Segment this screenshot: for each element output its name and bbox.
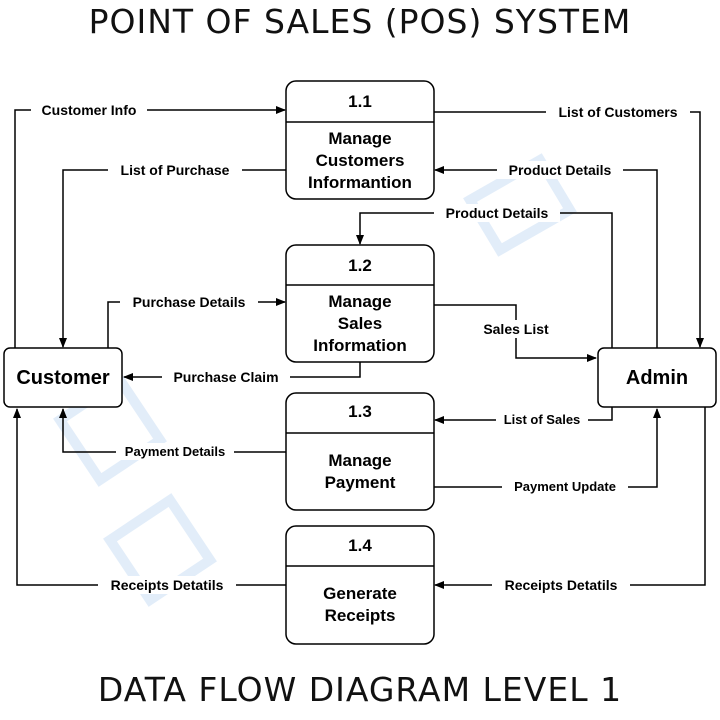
flow-label-receipts-customer: Receipts Detatils <box>111 577 224 593</box>
process-name-line: Manage <box>328 129 391 148</box>
flow-line-receipts-admin <box>434 407 706 589</box>
flow-label-product-details-2: Product Details <box>446 205 549 221</box>
process-number: 1.4 <box>348 536 372 555</box>
flow-labels: Customer Info List of Customers List of … <box>31 101 690 594</box>
process-name-line: Informantion <box>308 173 412 192</box>
process-name-line: Generate <box>323 584 397 603</box>
flow-label-list-of-purchase: List of Purchase <box>121 162 230 178</box>
process-name-line: Receipts <box>325 606 396 625</box>
entity-admin-label: Admin <box>626 367 688 389</box>
flow-line-customer-info <box>14 106 286 350</box>
flow-label-product-details-1: Product Details <box>509 162 612 178</box>
process-1-3: 1.3 Manage Payment <box>285 392 435 511</box>
flow-label-payment-update: Payment Update <box>514 479 616 494</box>
flow-label-purchase-details: Purchase Details <box>133 294 246 310</box>
page-subtitle: DATA FLOW DIAGRAM LEVEL 1 <box>97 670 623 709</box>
process-1-4: 1.4 Generate Receipts <box>285 525 435 645</box>
flow-line-list-of-customers <box>434 111 704 348</box>
flow-line-list-of-sales <box>434 407 613 424</box>
process-name-line: Information <box>313 336 407 355</box>
entity-customer-label: Customer <box>16 367 110 389</box>
process-1-1: 1.1 Manage Customers Informantion <box>285 80 435 200</box>
process-name-line: Manage <box>328 451 391 470</box>
process-name-line: Manage <box>328 292 391 311</box>
flow-line-list-of-purchase <box>59 169 286 348</box>
process-name-line: Sales <box>338 314 382 333</box>
process-name-line: Customers <box>316 151 405 170</box>
process-name-line: Payment <box>325 473 396 492</box>
process-1-2: 1.2 Manage Sales Information <box>285 244 435 363</box>
page-title: POINT OF SALES (POS) SYSTEM <box>88 2 632 41</box>
flow-label-list-of-sales: List of Sales <box>504 412 581 427</box>
flow-label-list-of-customers: List of Customers <box>558 104 677 120</box>
entity-admin: Admin <box>597 347 717 408</box>
flow-label-customer-info: Customer Info <box>42 102 137 118</box>
flow-label-purchase-claim: Purchase Claim <box>173 369 278 385</box>
process-number: 1.2 <box>348 256 372 275</box>
flow-label-payment-details: Payment Details <box>125 444 225 459</box>
process-number: 1.3 <box>348 402 372 421</box>
process-number: 1.1 <box>348 92 372 111</box>
entity-customer: Customer <box>3 347 123 408</box>
flow-label-sales-list: Sales List <box>483 321 549 337</box>
flow-label-receipts-admin: Receipts Detatils <box>505 577 618 593</box>
